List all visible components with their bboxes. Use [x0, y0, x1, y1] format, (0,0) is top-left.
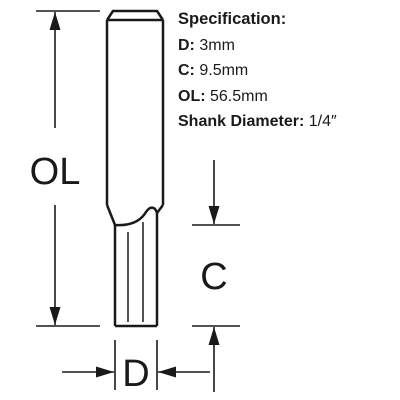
spec-row-diameter: D: 3mm — [178, 33, 396, 59]
shank-top-chamfer — [105, 9, 165, 21]
c-label: C — [200, 256, 227, 298]
spec-value: 1/4″ — [308, 113, 337, 130]
spec-row-overall-length: OL: 56.5mm — [178, 84, 396, 110]
c-bottom-arrow-icon — [208, 327, 220, 345]
spec-key: Shank Diameter: — [178, 113, 305, 130]
spec-value: 9.5mm — [199, 62, 249, 79]
ol-bottom-arrow-icon — [49, 307, 61, 325]
spec-value: 56.5mm — [210, 87, 268, 105]
d-left-arrow-icon — [96, 366, 114, 378]
spec-row-shank-diameter: Shank Diameter: 1/4″ — [178, 109, 396, 135]
shank-to-cutter-right — [156, 204, 164, 214]
c-dimension — [192, 160, 240, 392]
flute-curve — [114, 206, 159, 227]
router-bit-outline — [105, 9, 165, 328]
spec-value: 3mm — [199, 36, 235, 54]
c-top-arrow-icon — [208, 206, 220, 224]
shank-to-cutter-left — [105, 204, 117, 226]
specification-panel: Specification: D: 3mm C: 9.5mm OL: 56.5m… — [178, 7, 396, 135]
d-right-arrow-icon — [158, 366, 176, 378]
d-label: D — [122, 353, 149, 395]
ol-top-arrow-icon — [49, 12, 61, 30]
spec-key: OL: — [178, 87, 206, 105]
spec-key: D: — [178, 36, 195, 54]
spec-row-cut-length: C: 9.5mm — [178, 58, 396, 84]
specification-title: Specification: — [178, 10, 287, 28]
d-dimension — [62, 340, 210, 390]
spec-key: C: — [178, 62, 195, 79]
ol-dimension — [36, 10, 100, 327]
ol-label: OL — [30, 151, 81, 193]
